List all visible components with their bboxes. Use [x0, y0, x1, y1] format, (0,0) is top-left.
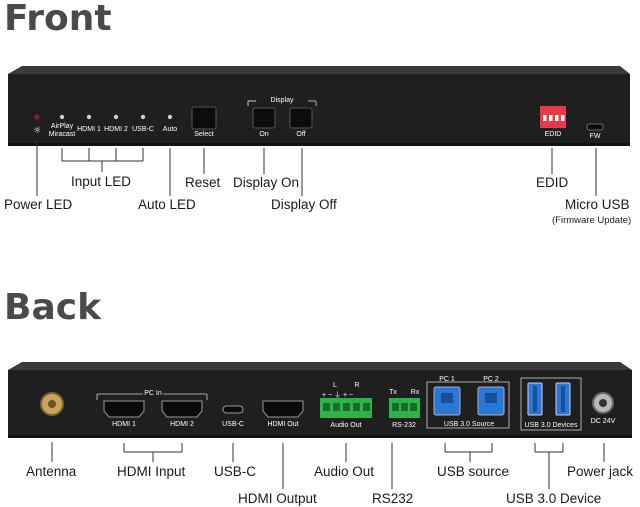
- micro-usb-sub-callout: (Firmware Update): [552, 215, 632, 226]
- power-jack-callout: Power jack: [567, 464, 634, 479]
- front-heading: Front: [4, 0, 112, 39]
- micro-usb-callout: Micro USB: [565, 197, 630, 212]
- fw-panel-label: FW: [589, 133, 601, 140]
- airplay-label: AirPlay: [50, 123, 74, 130]
- hdmi-input-callout: HDMI Input: [117, 464, 186, 479]
- pc2-label: PC 2: [483, 376, 499, 383]
- power-led-indicator: [34, 114, 40, 120]
- rs232-port-label: RS-232: [392, 422, 416, 429]
- hdmi-output-callout: HDMI Output: [238, 491, 317, 506]
- miracast-label: Miracast: [48, 131, 76, 138]
- display-off-label: Off: [296, 131, 306, 138]
- audio-out-callout: Audio Out: [314, 464, 375, 479]
- power-led-callout: Power LED: [4, 197, 73, 212]
- input-led-usbc: [140, 114, 146, 120]
- display-off-button-shape: [289, 107, 313, 129]
- front-chassis-top: [8, 66, 630, 74]
- display-off-callout: Display Off: [271, 197, 337, 212]
- hdmi-in-1-port: [103, 400, 145, 418]
- pc1-label: PC 1: [439, 376, 455, 383]
- rs232-callout: RS232: [372, 491, 414, 506]
- hdmi1-port-label: HDMI 1: [112, 421, 136, 428]
- usbc-led-label: USB-C: [132, 126, 154, 133]
- hdmi-out-port: [262, 400, 304, 418]
- usb30-devices-label: USB 3.0 Devices: [524, 422, 578, 429]
- display-on-callout: Display On: [233, 175, 300, 190]
- svg-text:+ − ⏚ + −: + − ⏚ + −: [322, 391, 353, 399]
- edid-panel-label: EDID: [544, 131, 562, 138]
- auto-led-indicator: [167, 114, 173, 120]
- sun-icon: ☼: [33, 126, 41, 136]
- rs232-tx-label: Tx: [389, 389, 397, 396]
- select-button-label: Select: [194, 131, 214, 138]
- back-chassis-top: [8, 362, 632, 370]
- dc24v-label: DC 24V: [590, 418, 616, 425]
- front-chassis: [8, 74, 630, 144]
- edid-callout: EDID: [536, 175, 569, 190]
- display-on-label: On: [259, 131, 269, 138]
- back-heading: Back: [4, 287, 102, 328]
- display-on-button-shape: [252, 107, 276, 129]
- usbc-port: [222, 405, 244, 414]
- hdmi-in-2-port: [161, 400, 203, 418]
- display-group-label: Display: [270, 97, 294, 104]
- usb-source-callout: USB source: [437, 464, 510, 479]
- input-led-callout: Input LED: [71, 174, 132, 189]
- usbc-callout: USB-C: [214, 464, 257, 479]
- usb30-source-label: USB 3.0 Source: [443, 421, 495, 428]
- audio-out-port-label: Audio Out: [330, 422, 362, 429]
- pc-in-label: PC In: [144, 390, 162, 397]
- usbc-port-label: USB-C: [222, 421, 244, 428]
- auto-led-label: Auto: [162, 126, 178, 133]
- antenna-callout: Antenna: [26, 464, 77, 479]
- reset-callout: Reset: [185, 175, 221, 190]
- input-led-hdmi2: [113, 114, 119, 120]
- auto-led-callout: Auto LED: [138, 197, 196, 212]
- hdmi2-port-label: HDMI 2: [170, 421, 194, 428]
- hdmi1-led-label: HDMI 1: [77, 126, 101, 133]
- edid-dip-switch: [540, 106, 566, 128]
- input-led-hdmi1: [86, 114, 92, 120]
- rs232-rx-label: Rx: [410, 389, 420, 396]
- hdmi2-led-label: HDMI 2: [104, 126, 128, 133]
- audio-r-label: R: [354, 382, 360, 389]
- input-led-airplay: [59, 114, 65, 120]
- audio-l-label: L: [333, 382, 337, 389]
- select-button-shape: [191, 106, 217, 130]
- micro-usb-port: [586, 123, 604, 131]
- hdmi-out-port-label: HDMI Out: [267, 421, 299, 428]
- usb30-device-callout: USB 3.0 Device: [506, 491, 602, 506]
